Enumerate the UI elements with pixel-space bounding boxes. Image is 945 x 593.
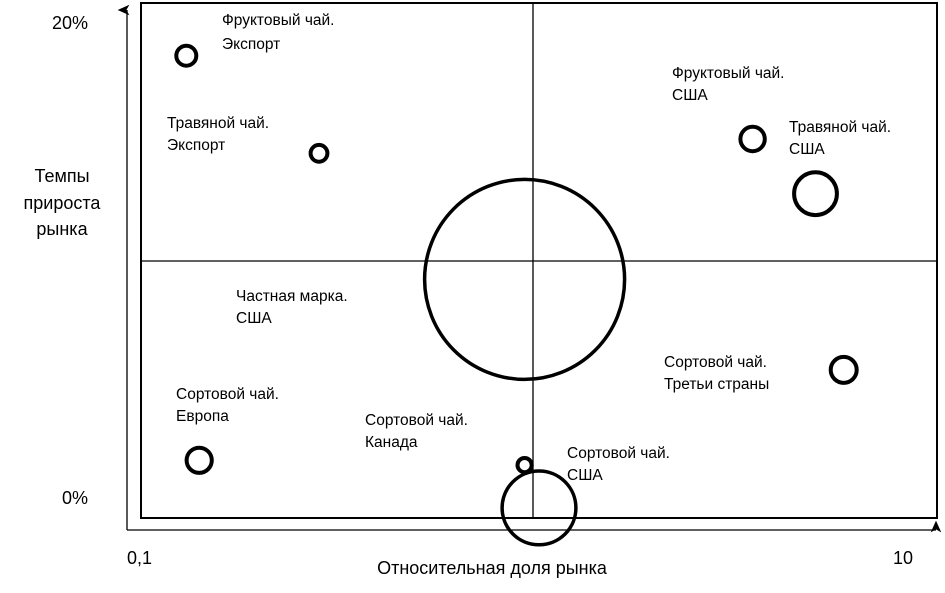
bubble-private-label-usa [422, 177, 627, 382]
x-axis-title: Относительная доля рынка [377, 558, 608, 578]
label-line: США [789, 141, 825, 158]
y-axis-title-line-2: прироста [24, 193, 102, 213]
label-line: США [236, 310, 272, 327]
label-line: Канада [365, 434, 418, 451]
label-herbal-tea-usa: Травяной чай. США [789, 119, 891, 158]
label-line: Экспорт [167, 137, 225, 154]
label-line: Сортовой чай. [365, 412, 468, 429]
label-line: Сортовой чай. [567, 445, 670, 462]
label-line: Фруктовый чай. [672, 65, 784, 82]
label-fruit-tea-usa: Фруктовый чай. США [672, 65, 784, 104]
y-tick-bottom: 0% [62, 488, 88, 508]
bubble-fruit-tea-usa [738, 124, 767, 154]
label-line: Частная марка. [236, 288, 348, 305]
label-private-label-usa: Частная марка. США [236, 288, 348, 327]
bubble-varietal-tea-europe [184, 445, 214, 475]
label-fruit-tea-export: Фруктовый чай. Экспорт [222, 12, 334, 53]
label-varietal-tea-usa: Сортовой чай. США [567, 445, 670, 484]
label-line: США [672, 87, 708, 104]
y-axis-title-line-1: Темпы [34, 166, 89, 186]
label-varietal-tea-canada: Сортовой чай. Канада [365, 412, 468, 451]
bubble-herbal-tea-export [308, 142, 330, 164]
label-line: Травяной чай. [789, 119, 891, 136]
y-axis-title-line-3: рынка [36, 219, 88, 239]
x-tick-right: 10 [893, 548, 913, 568]
label-line: Сортовой чай. [176, 386, 279, 403]
label-herbal-tea-export: Травяной чай. Экспорт [167, 115, 269, 154]
label-varietal-tea-third-countries: Сортовой чай. Третьи страны [664, 354, 769, 393]
label-varietal-tea-europe: Сортовой чай. Европа [176, 386, 279, 425]
label-line: США [567, 467, 603, 484]
bubble-varietal-tea-canada [515, 456, 534, 475]
y-tick-top: 20% [52, 13, 88, 33]
bubble-herbal-tea-usa [792, 170, 839, 218]
label-line: Травяной чай. [167, 115, 269, 132]
bubble-fruit-tea-export [174, 43, 199, 68]
bubble-varietal-tea-usa [500, 469, 578, 547]
x-tick-left: 0,1 [127, 548, 152, 568]
label-line: Европа [176, 408, 229, 425]
label-line: Третьи страны [664, 376, 769, 393]
label-line: Экспорт [222, 36, 280, 53]
bubble-varietal-tea-third-countries [828, 354, 859, 385]
label-line: Фруктовый чай. [222, 12, 334, 29]
label-line: Сортовой чай. [664, 354, 767, 371]
